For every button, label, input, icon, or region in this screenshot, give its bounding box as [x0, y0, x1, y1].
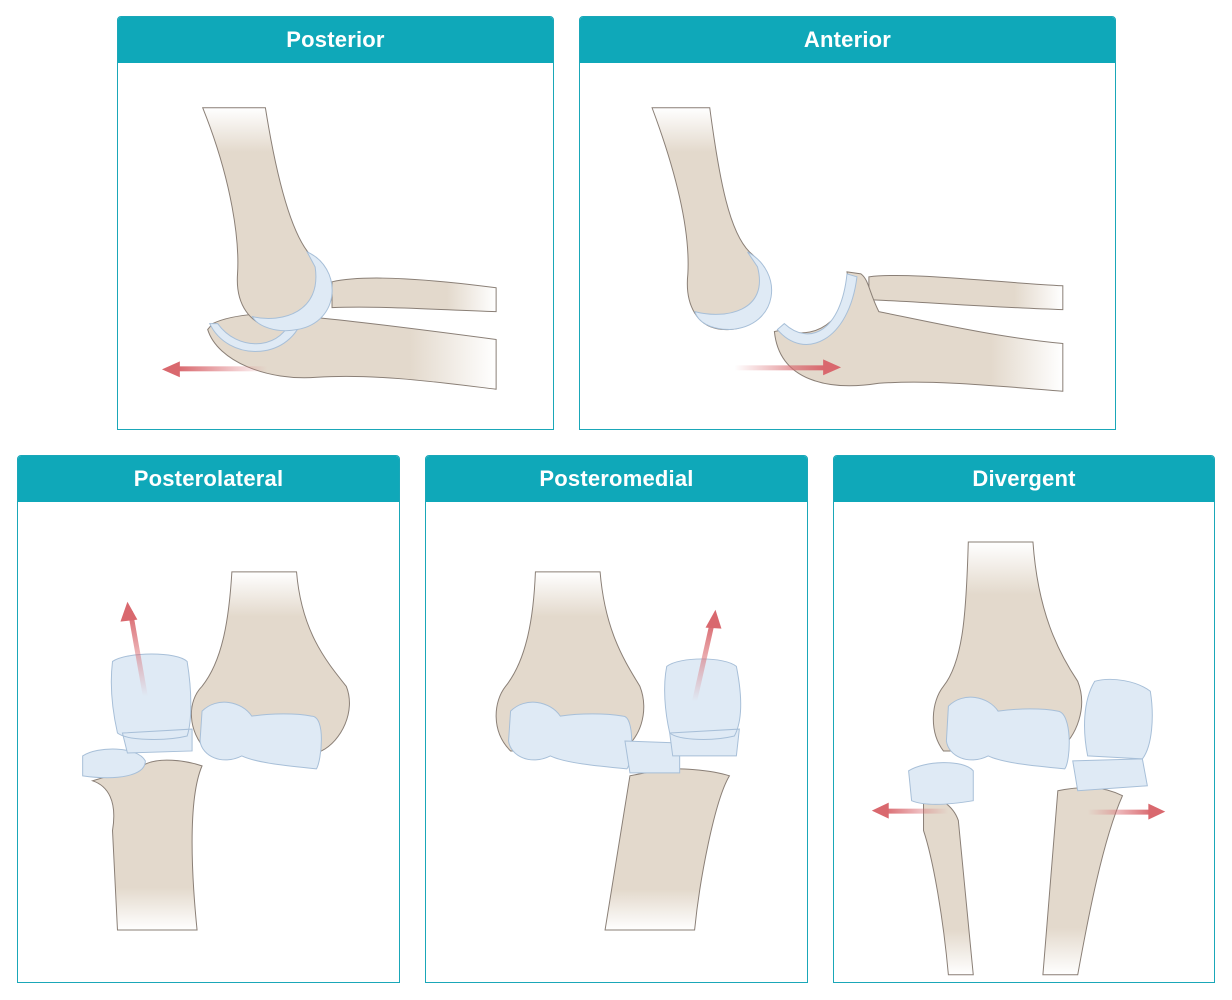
radial-head-cartilage [624, 740, 681, 774]
illustration-posterolateral-dislocation [18, 502, 399, 982]
panel-title-divergent: Divergent [834, 456, 1214, 502]
panel-divergent: Divergent [833, 455, 1215, 983]
illustration-posteromedial-dislocation [426, 502, 807, 982]
dislocated-radial-head-cartilage [110, 653, 193, 754]
trochlea-capitellum-cartilage [945, 696, 1070, 770]
trochlea-capitellum-cartilage [199, 701, 322, 770]
radial-head-cartilage [908, 762, 974, 805]
radius-right [1042, 786, 1124, 976]
panel-anterior: Anterior [579, 16, 1116, 430]
panel-title-anterior: Anterior [580, 17, 1115, 63]
humerus [651, 107, 773, 331]
radius-head-cartilage [82, 748, 146, 779]
panel-title-posterolateral: Posterolateral [18, 456, 399, 502]
illustration-anterior-dislocation [580, 63, 1115, 429]
arrow-right-icon [1087, 803, 1166, 820]
arrow-up-icon [692, 609, 722, 702]
ulna-radius [604, 768, 731, 931]
panel-posterolateral: Posterolateral [17, 455, 400, 983]
arrow-up-icon [120, 601, 148, 697]
panel-title-posterior: Posterior [118, 17, 553, 63]
ulna-left [923, 795, 974, 976]
arrow-right-icon [734, 359, 842, 376]
humerus [201, 107, 333, 332]
panel-posterior: Posterior [117, 16, 554, 430]
arrow-left-icon [161, 361, 268, 378]
dislocated-ulna-cartilage [664, 658, 742, 757]
ulna [90, 759, 203, 931]
panel-posteromedial: Posteromedial [425, 455, 808, 983]
illustration-divergent-dislocation [834, 502, 1214, 982]
panel-title-posteromedial: Posteromedial [426, 456, 807, 502]
forearm-bones [773, 271, 1064, 392]
illustration-posterior-dislocation [118, 63, 553, 429]
arrow-left-icon [871, 802, 949, 819]
dislocated-ulna-cartilage [1072, 678, 1153, 792]
